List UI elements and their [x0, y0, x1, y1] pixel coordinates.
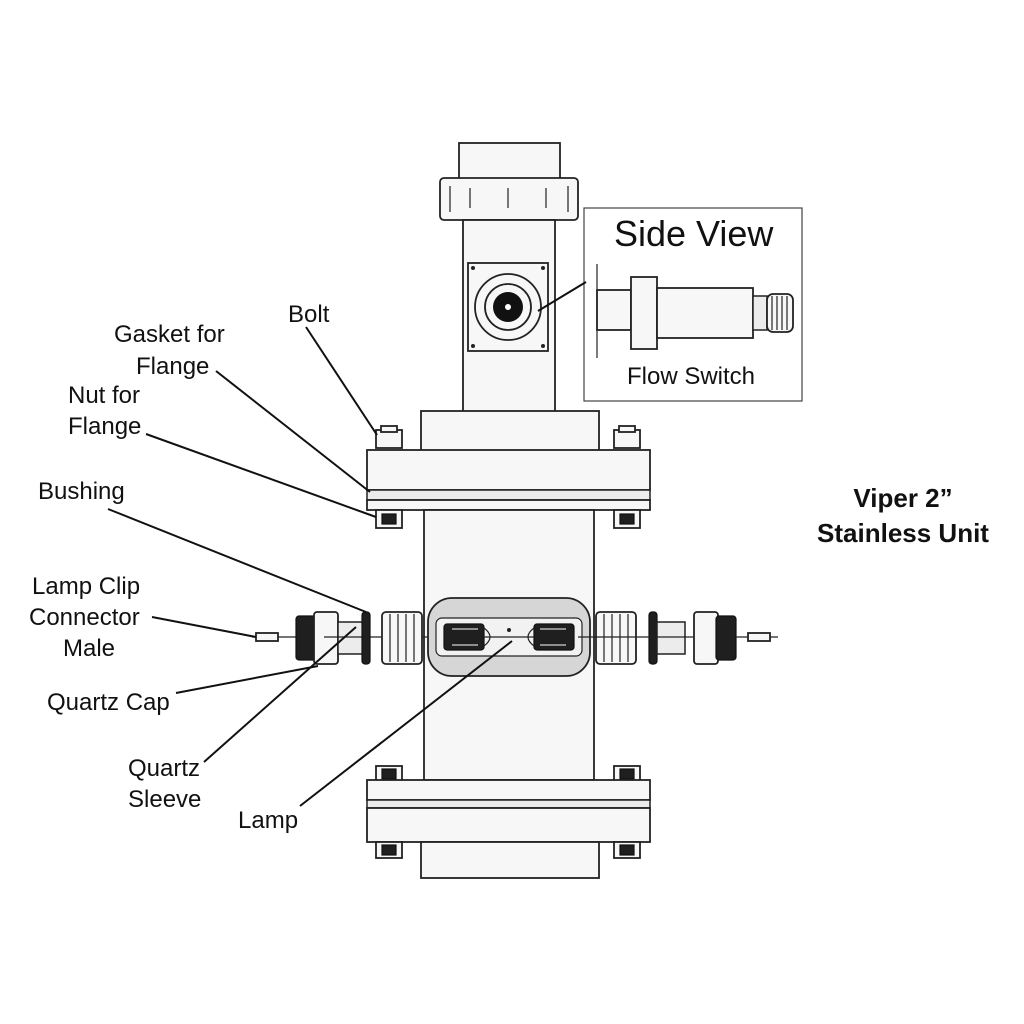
bushing-leader — [107, 508, 367, 613]
quartz-sleeve-leader — [203, 626, 357, 763]
label-lamp-clip-line2: Connector — [29, 604, 140, 631]
title-line2: Stainless Unit — [817, 518, 989, 548]
label-gasket-line1: Gasket for — [114, 321, 225, 348]
bottom-flange — [366, 765, 651, 879]
flow-switch-caption: Flow Switch — [627, 363, 755, 390]
unit-title: Viper 2” Stainless Unit — [817, 483, 989, 548]
lamp-assembly — [252, 597, 778, 677]
side-view-pointer — [537, 281, 587, 312]
label-gasket-line2: Flange — [136, 353, 209, 380]
quartz-cap-leader — [175, 665, 319, 694]
label-nut-line1: Nut for — [68, 382, 140, 409]
title-line1: Viper 2” — [853, 483, 952, 513]
label-quartz-cap: Quartz Cap — [47, 689, 170, 716]
gasket-leader — [215, 370, 371, 493]
label-quartz-sleeve-line1: Quartz — [128, 755, 200, 782]
side-view-inset: Side View Flow Switch — [537, 207, 803, 402]
side-view-heading: Side View — [614, 213, 774, 254]
label-lamp: Lamp — [238, 807, 298, 834]
label-bolt: Bolt — [288, 301, 330, 328]
label-bushing: Bushing — [38, 478, 125, 505]
label-lamp-clip-line1: Lamp Clip — [32, 573, 140, 600]
flow-switch-port — [467, 262, 549, 352]
label-quartz-sleeve-line2: Sleeve — [128, 786, 201, 813]
lamp-leader — [299, 640, 513, 807]
nut-leader — [145, 433, 377, 518]
bolt-leader — [305, 326, 378, 436]
part-labels: Bolt Gasket for Flange Nut for Flange Bu… — [29, 301, 330, 834]
top-flange — [366, 410, 651, 529]
lamp-clip-leader — [151, 616, 257, 638]
leader-lines — [107, 326, 513, 807]
label-lamp-clip-line3: Male — [63, 635, 115, 662]
label-nut-line2: Flange — [68, 413, 141, 440]
